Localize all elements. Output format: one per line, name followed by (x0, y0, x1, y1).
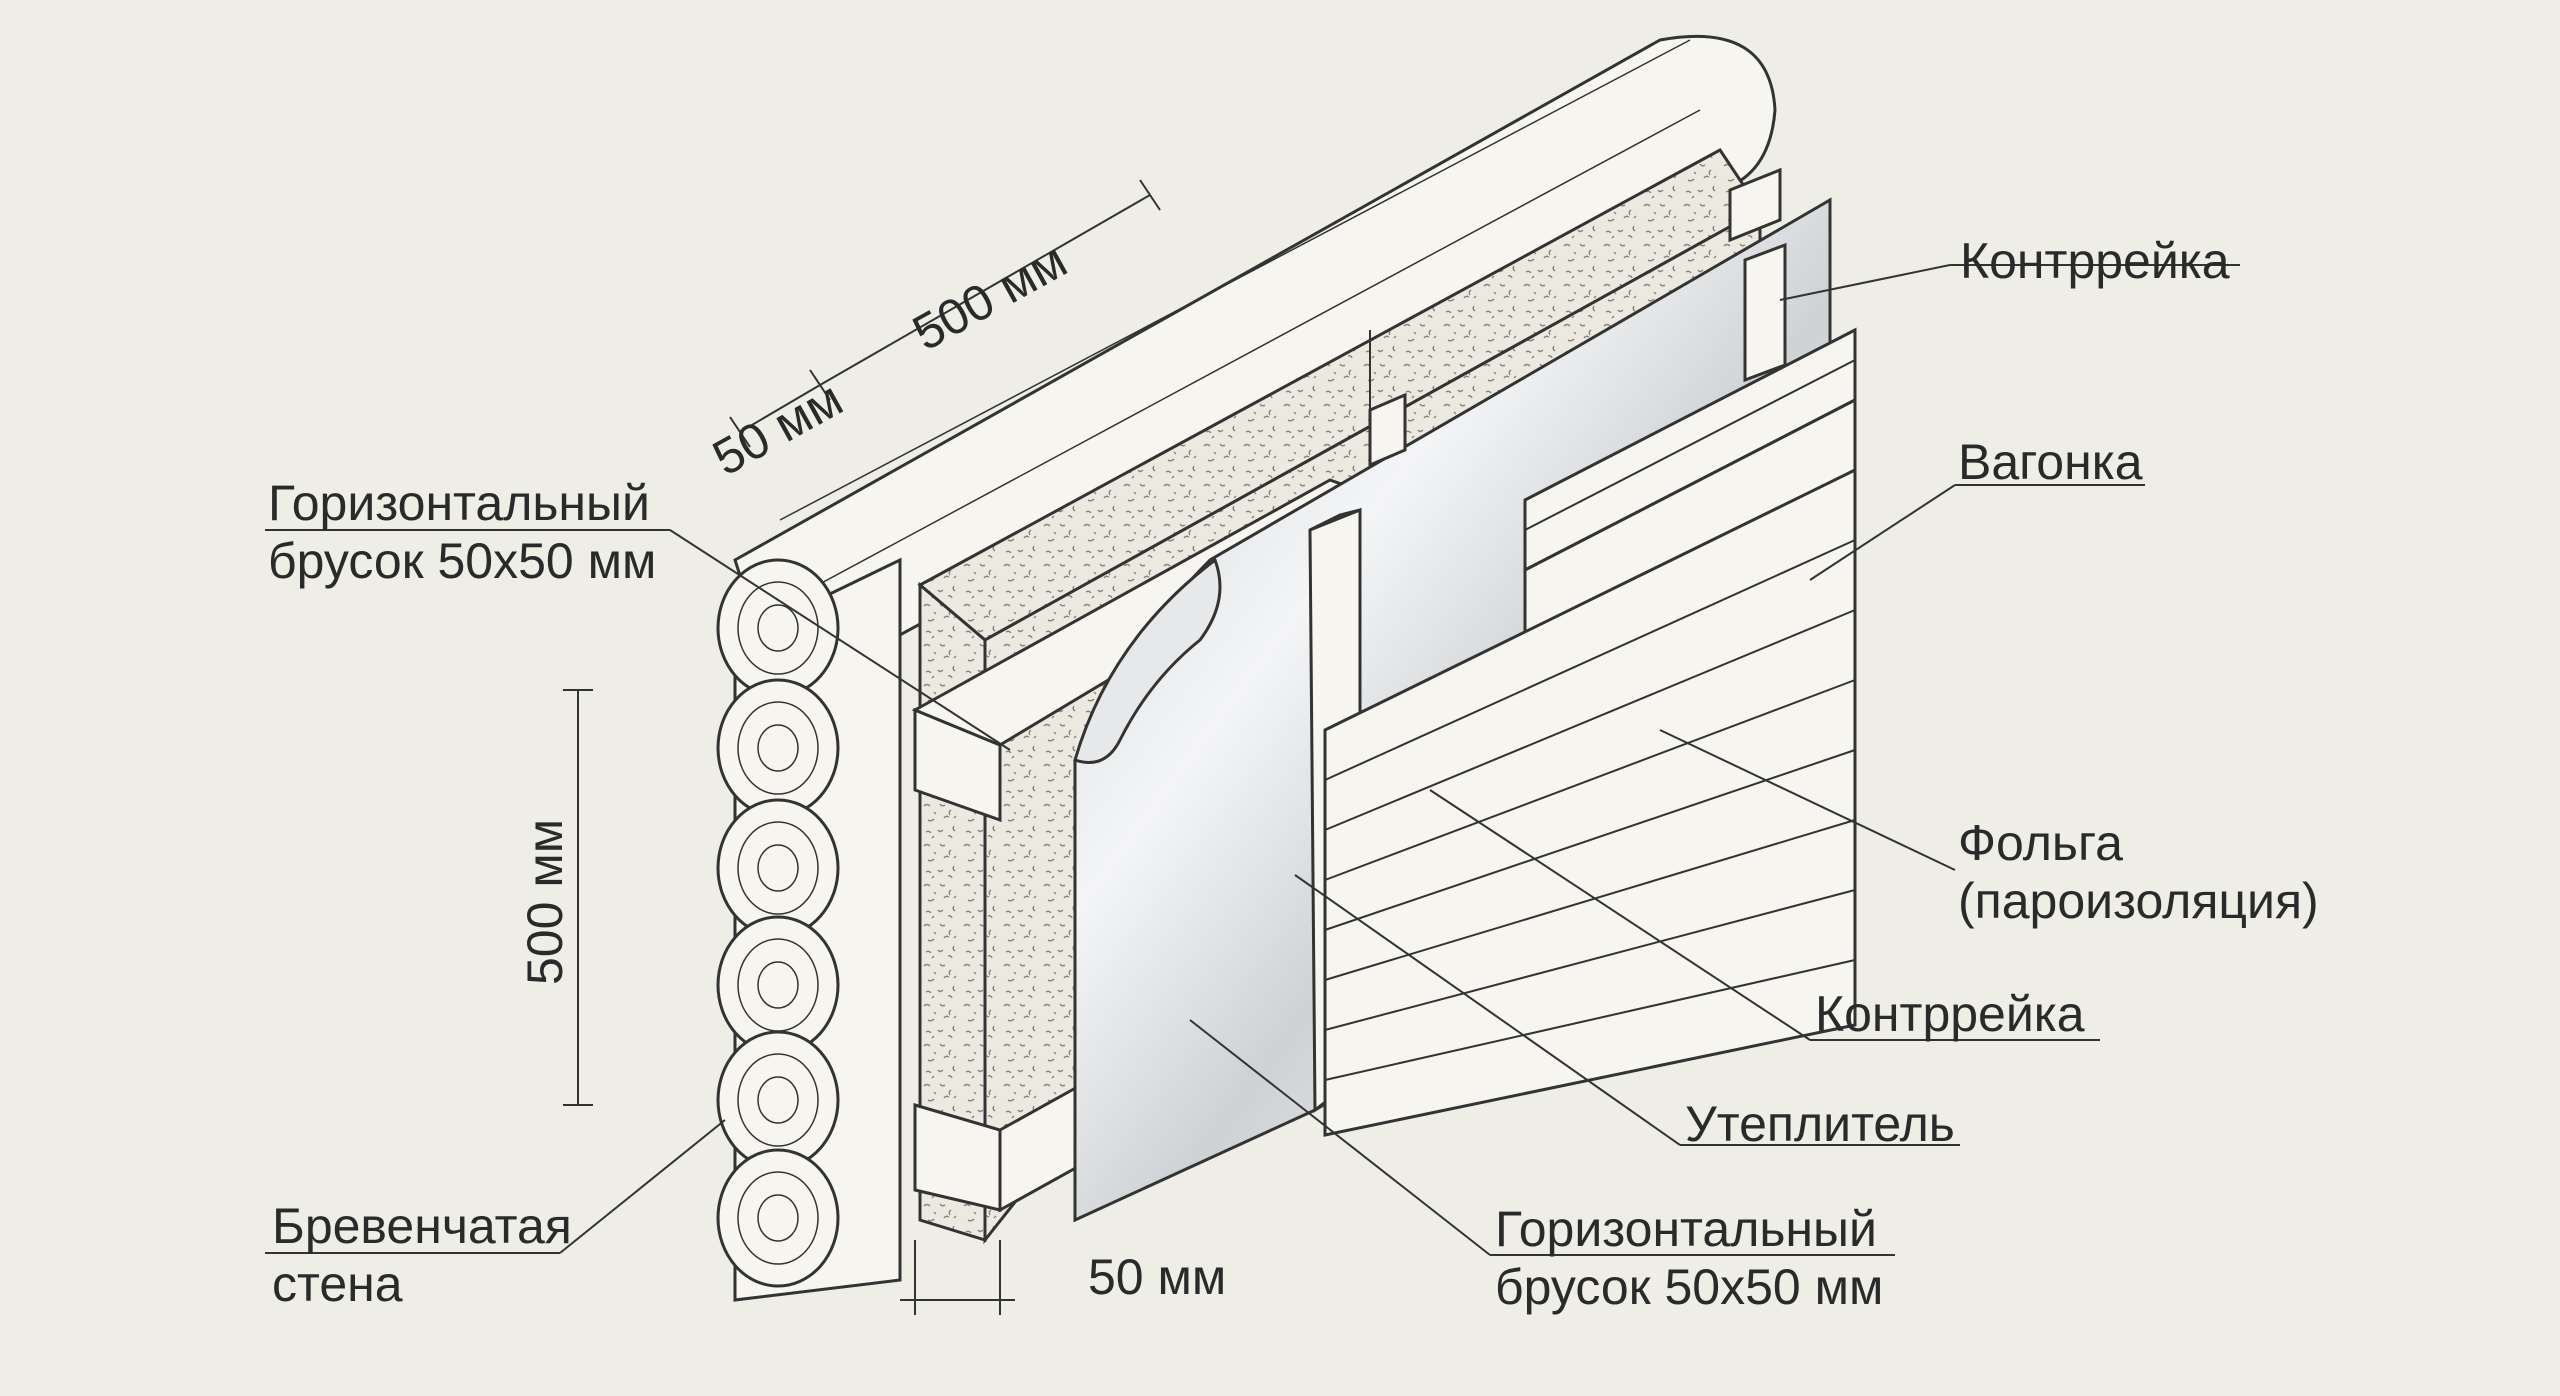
dimension-bottom-thickness: 50 мм (1088, 1249, 1227, 1305)
dimension-lines (563, 179, 1161, 1315)
label-foil: Фольга (пароизоляция) (1958, 815, 2319, 929)
label-horizontal-batten-left: Горизонтальный брусок 50x50 мм (268, 475, 657, 589)
label-horizontal-batten-right: Горизонтальный брусок 50x50 мм (1495, 1201, 1884, 1315)
dimension-vertical-spacing: 500 мм (517, 818, 573, 985)
log-ends (716, 558, 840, 1288)
counter-batten-mid (1368, 392, 1407, 468)
label-counter-batten-top: Контррейка (1960, 233, 2230, 289)
label-log-wall: Бревенчатая стена (272, 1198, 572, 1312)
foil-curl (1073, 557, 1222, 764)
label-insulation: Утеплитель (1685, 1096, 1955, 1152)
leader-lines (265, 264, 2240, 1256)
label-wagonka: Вагонка (1958, 434, 2143, 490)
wagonka-boards (1323, 327, 1857, 1137)
counter-batten-back (1743, 242, 1787, 383)
log-wall (716, 34, 1777, 1302)
label-counter-batten-bottom: Контррейка (1815, 986, 2085, 1042)
